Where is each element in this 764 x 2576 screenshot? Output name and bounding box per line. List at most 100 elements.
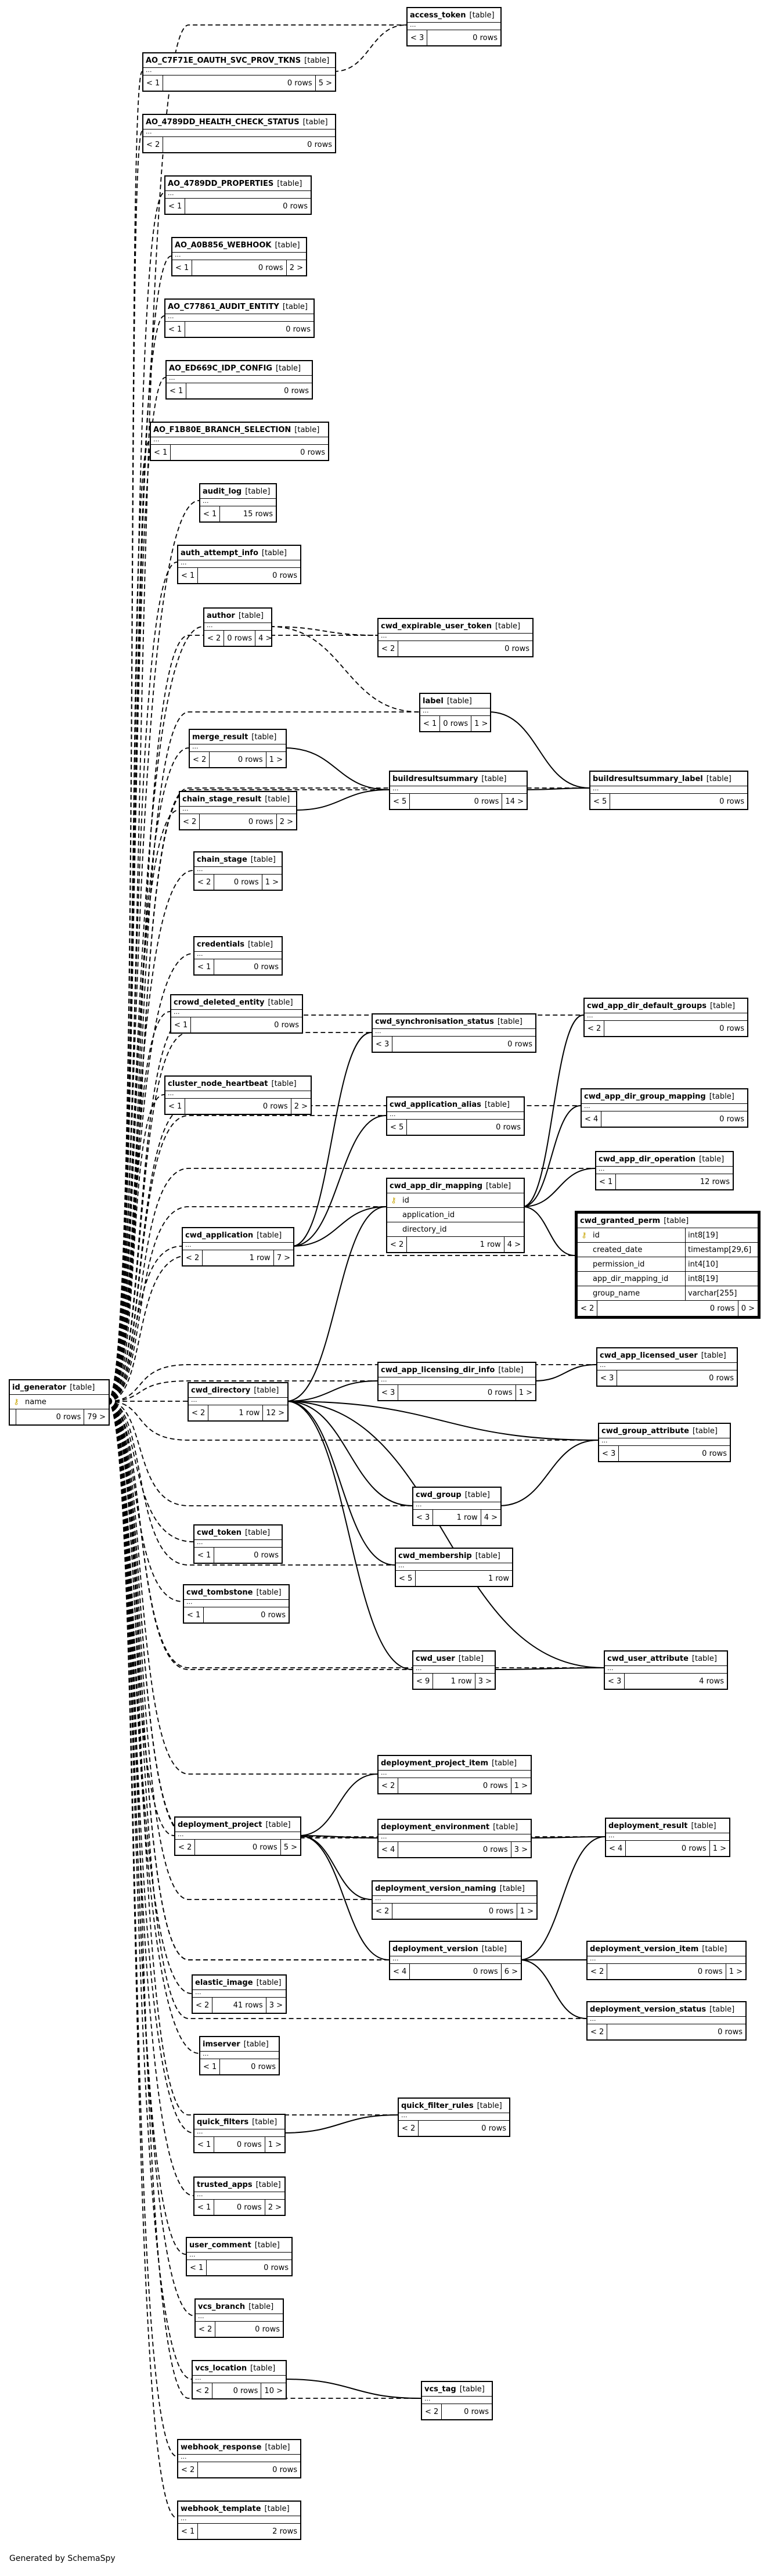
table-header[interactable]: webhook_template[table] (178, 2502, 300, 2516)
table-name[interactable]: deployment_project_item (381, 1758, 488, 1768)
table-header[interactable]: cwd_group[table] (413, 1488, 500, 1502)
table-name[interactable]: crowd_deleted_entity (174, 998, 265, 1007)
table-name[interactable]: AO_ED669C_IDP_CONFIG (169, 364, 272, 373)
table-header[interactable]: buildresultsummary[table] (390, 772, 527, 786)
table-header[interactable]: vcs_branch[table] (196, 2300, 283, 2314)
table-header[interactable]: chain_stage_result[table] (180, 792, 296, 807)
table-name[interactable]: id_generator (12, 1383, 67, 1392)
table-name[interactable]: webhook_template (181, 2504, 261, 2513)
table-header[interactable]: author[table] (204, 609, 271, 623)
table-name[interactable]: cwd_application_alias (390, 1100, 481, 1109)
table-header[interactable]: cwd_synchronisation_status[table] (373, 1014, 535, 1029)
table-header[interactable]: cwd_app_licensing_dir_info[table] (379, 1363, 535, 1377)
table-name[interactable]: imserver (203, 2039, 240, 2049)
table-header[interactable]: audit_log[table] (200, 484, 276, 499)
table-header[interactable]: quick_filters[table] (194, 2115, 284, 2129)
table-header[interactable]: AO_C77861_AUDIT_ENTITY[table] (165, 300, 313, 314)
table-header[interactable]: deployment_environment[table] (379, 1820, 531, 1834)
table-header[interactable]: vcs_tag[table] (422, 2382, 492, 2397)
table-header[interactable]: cwd_app_dir_mapping[table] (387, 1179, 524, 1193)
table-header[interactable]: imserver[table] (200, 2037, 279, 2052)
table-name[interactable]: deployment_version_status (590, 2005, 707, 2014)
table-header[interactable]: AO_4789DD_PROPERTIES[table] (165, 177, 311, 191)
table-ao-c7f71e[interactable]: AO_C7F71E_OAUTH_SVC_PROV_TKNS[table]...<… (142, 52, 336, 92)
table-name[interactable]: cwd_token (197, 1528, 242, 1537)
table-header[interactable]: chain_stage[table] (194, 852, 282, 867)
table-header[interactable]: cwd_application_alias[table] (387, 1098, 524, 1112)
table-header[interactable]: cwd_user_attribute[table] (605, 1652, 727, 1666)
table-name[interactable]: cwd_expirable_user_token (381, 621, 492, 631)
table-name[interactable]: webhook_response (181, 2442, 262, 2452)
table-name[interactable]: deployment_result (608, 1821, 688, 1830)
table-name[interactable]: AO_C77861_AUDIT_ENTITY (168, 302, 279, 311)
table-name[interactable]: deployment_environment (381, 1822, 490, 1832)
table-header[interactable]: deployment_version_naming[table] (373, 1881, 536, 1896)
table-name[interactable]: cwd_app_licensing_dir_info (381, 1365, 495, 1375)
table-name[interactable]: cwd_user (416, 1654, 455, 1663)
table-name[interactable]: auth_attempt_info (181, 548, 258, 557)
table-name[interactable]: elastic_image (195, 1978, 253, 1987)
table-name[interactable]: buildresultsummary (392, 774, 478, 783)
table-header[interactable]: cwd_granted_perm[table] (578, 1214, 758, 1228)
table-name[interactable]: trusted_apps (197, 2180, 253, 2189)
table-name[interactable]: vcs_branch (198, 2302, 246, 2311)
table-header[interactable]: trusted_apps[table] (194, 2178, 284, 2192)
table-name[interactable]: deployment_version_naming (375, 1884, 496, 1893)
table-header[interactable]: crowd_deleted_entity[table] (171, 995, 302, 1010)
table-name[interactable]: cwd_app_licensed_user (600, 1351, 698, 1360)
table-header[interactable]: cwd_application[table] (183, 1228, 293, 1243)
table-header[interactable]: cwd_directory[table] (189, 1383, 287, 1398)
table-header[interactable]: auth_attempt_info[table] (178, 546, 300, 560)
table-name[interactable]: cwd_application (185, 1231, 254, 1240)
table-name[interactable]: author (207, 611, 235, 620)
table-name[interactable]: credentials (197, 940, 244, 949)
table-header[interactable]: deployment_version_status[table] (588, 2002, 745, 2017)
table-name[interactable]: cluster_node_heartbeat (168, 1079, 268, 1088)
table-name[interactable]: cwd_membership (398, 1551, 472, 1560)
table-header[interactable]: cwd_expirable_user_token[table] (379, 619, 532, 634)
table-header[interactable]: AO_ED669C_IDP_CONFIG[table] (167, 361, 312, 376)
table-header[interactable]: cwd_token[table] (194, 1526, 282, 1540)
table-name[interactable]: vcs_location (195, 2363, 247, 2373)
table-name[interactable]: audit_log (203, 487, 242, 496)
table-header[interactable]: buildresultsummary_label[table] (590, 772, 747, 786)
table-header[interactable]: cwd_app_dir_operation[table] (596, 1152, 733, 1167)
table-header[interactable]: cwd_user[table] (413, 1652, 495, 1666)
table-name[interactable]: chain_stage_result (182, 794, 262, 804)
table-name[interactable]: AO_F1B80E_BRANCH_SELECTION (153, 425, 291, 434)
